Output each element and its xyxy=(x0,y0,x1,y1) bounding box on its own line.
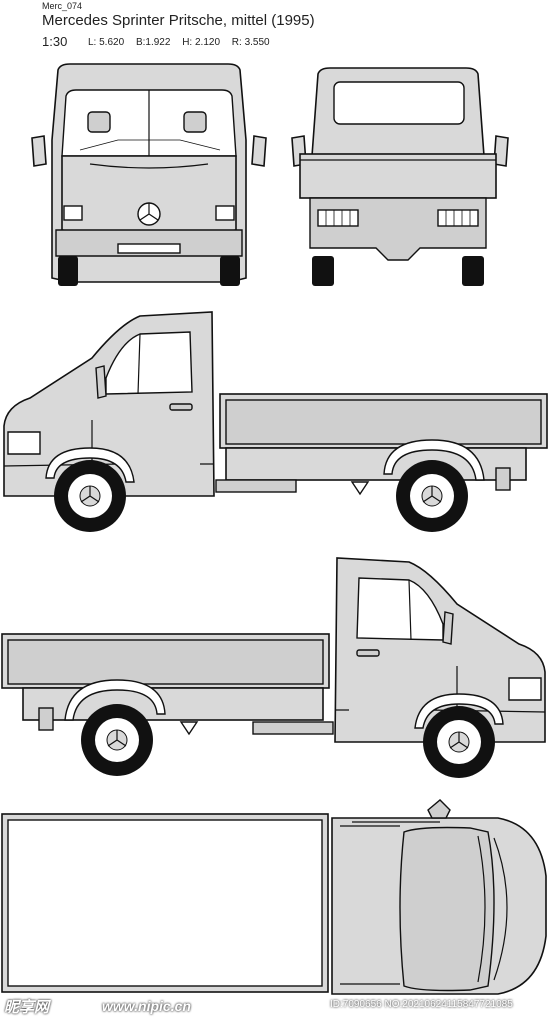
width-value: B:1.922 xyxy=(135,37,171,48)
image-id-stamp: ID:7090656 NO:20210624115847721085 xyxy=(330,999,513,1010)
front-wheel-right-side xyxy=(423,706,495,778)
rear-wheel-left-side xyxy=(396,460,468,532)
rear-view xyxy=(291,67,509,286)
drawing-code: Merc_074 xyxy=(42,1,83,11)
height-value: H: 2.120 xyxy=(182,37,221,48)
rear-wheel-right-side xyxy=(81,704,153,776)
top-view xyxy=(1,799,547,995)
front-wheel-left-side xyxy=(54,460,126,532)
drawing-title: Mercedes Sprinter Pritsche, mittel (1995… xyxy=(42,12,315,29)
drawing-scale: 1:30 xyxy=(42,34,68,49)
watermark-url: www.nipic.cn xyxy=(102,998,191,1014)
dimensions-line: L: 5.620 B:1.922 H: 2.120 R: 3.550 xyxy=(88,37,279,48)
right-side-view xyxy=(1,557,546,778)
watermark-brand: 昵享网 xyxy=(4,999,50,1016)
length-value: L: 5.620 xyxy=(88,37,125,48)
radius-value: R: 3.550 xyxy=(231,37,270,48)
front-view xyxy=(31,63,267,286)
left-side-view xyxy=(3,311,548,532)
